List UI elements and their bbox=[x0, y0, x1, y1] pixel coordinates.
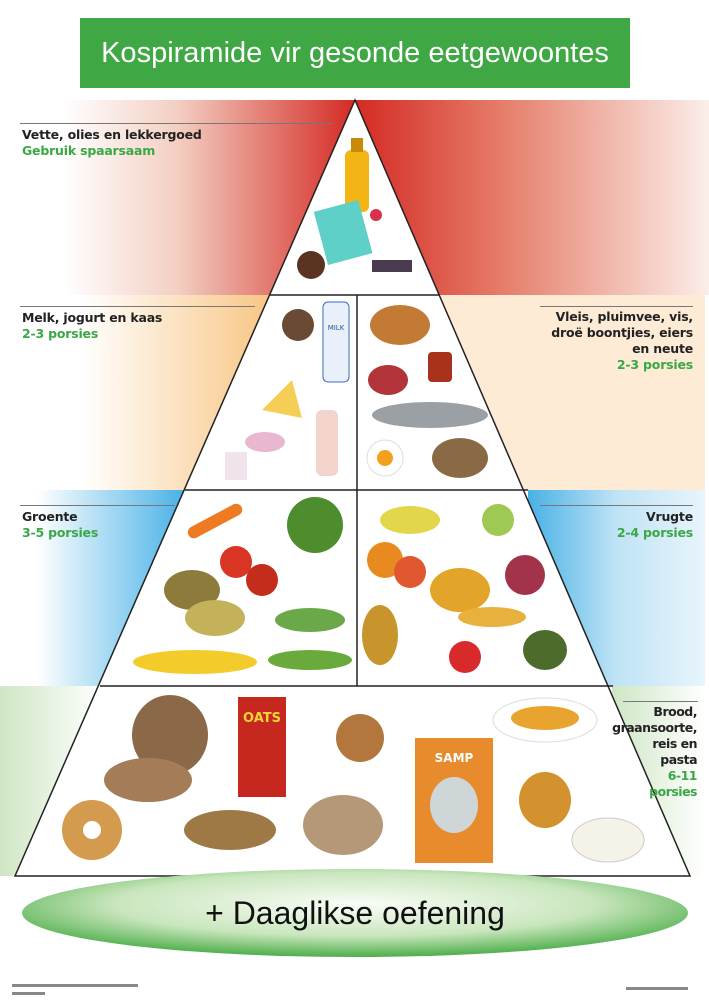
yoghurt-bowl-icon bbox=[245, 432, 285, 452]
bananas-icon bbox=[380, 506, 440, 534]
tier-dairy-label: Melk, jogurt en kaas 2-3 porsies bbox=[22, 310, 163, 341]
corn-icon bbox=[133, 650, 257, 674]
samp-bag-icon: SAMP bbox=[415, 738, 493, 863]
chocolate-ice-cream-icon bbox=[282, 309, 314, 341]
tier-fruit-label: Vrugte 2-4 porsies bbox=[616, 509, 693, 540]
strawberries-icon bbox=[449, 641, 481, 673]
cheese-icon bbox=[262, 380, 302, 418]
taco-icon bbox=[519, 772, 571, 828]
decorative-bar bbox=[12, 984, 138, 987]
grain-pile-icon bbox=[303, 795, 383, 855]
exercise-ellipse bbox=[22, 869, 688, 957]
svg-text:MILK: MILK bbox=[328, 324, 345, 332]
papaya-icon bbox=[430, 568, 490, 612]
mango-icon bbox=[458, 607, 526, 627]
bagel-icon bbox=[83, 821, 101, 839]
tier-grains-label: Brood, graansoorte, reis en pasta 6-11 p… bbox=[612, 704, 698, 799]
bread-loaf-icon bbox=[132, 695, 208, 775]
oil-bottle-icon bbox=[345, 138, 369, 212]
steak-icon bbox=[368, 365, 408, 395]
broccoli-icon bbox=[287, 497, 343, 553]
oats-box-icon: OATS bbox=[238, 697, 286, 797]
exercise-label: + Daaglikse oefening bbox=[205, 894, 505, 931]
milkshake-icon bbox=[316, 410, 338, 476]
peas-icon bbox=[268, 650, 352, 670]
pineapple-icon bbox=[362, 605, 398, 665]
decorative-bar bbox=[626, 987, 688, 990]
milk-bottle-icon: MILK bbox=[322, 301, 350, 383]
cucumber-icon bbox=[275, 608, 345, 632]
fish-icon bbox=[372, 402, 488, 428]
grapefruit-icon bbox=[394, 556, 426, 588]
orange-icon bbox=[367, 542, 403, 578]
tier-protein-servings: 2-3 porsies bbox=[616, 357, 693, 372]
tier-dairy-servings: 2-3 porsies bbox=[22, 326, 99, 341]
tomato-icon bbox=[220, 546, 252, 578]
nuts-icon bbox=[432, 438, 488, 478]
cupcake-icon bbox=[297, 251, 325, 279]
muffins-icon bbox=[336, 714, 384, 762]
spaghetti-icon bbox=[511, 706, 579, 730]
svg-text:OATS: OATS bbox=[243, 711, 281, 726]
tomato-half-icon bbox=[246, 564, 278, 596]
potato-slices-icon bbox=[185, 600, 245, 636]
candies-icon bbox=[372, 260, 412, 272]
tier-fruit-servings: 2-4 porsies bbox=[616, 525, 693, 540]
avocado-icon bbox=[523, 630, 567, 670]
jar-icon bbox=[428, 352, 452, 382]
tier-protein-label: Vleis, pluimvee, vis, droë boontjies, ei… bbox=[551, 309, 693, 372]
svg-text:SAMP: SAMP bbox=[435, 751, 474, 765]
rice-bowl-icon bbox=[571, 817, 645, 863]
yoghurt-cup-icon bbox=[225, 452, 247, 480]
sweets-packet-icon bbox=[313, 199, 373, 265]
title-banner: Kospiramide vir gesonde eetgewoontes bbox=[80, 18, 630, 88]
roast-chicken-icon bbox=[370, 305, 430, 345]
potato-icon bbox=[164, 570, 220, 610]
tier-vegetables-label: Groente 3-5 porsies bbox=[22, 509, 99, 540]
grapes-icon bbox=[505, 555, 545, 595]
tier-fats-label: Vette, olies en lekkergoed Gebruik spaar… bbox=[22, 127, 202, 158]
lollipop-icon bbox=[370, 209, 382, 221]
decorative-bar bbox=[12, 992, 45, 995]
apple-icon bbox=[482, 504, 514, 536]
tier-grains-servings: 6-11 bbox=[667, 768, 698, 783]
tier-fats-servings: Gebruik spaarsaam bbox=[22, 143, 156, 158]
tier-vegetables-servings: 3-5 porsies bbox=[22, 525, 99, 540]
cereal-bowl-icon bbox=[184, 810, 276, 850]
fried-egg-icon bbox=[377, 450, 393, 466]
carrot-icon bbox=[187, 503, 243, 539]
bread-slices-icon bbox=[104, 758, 192, 802]
